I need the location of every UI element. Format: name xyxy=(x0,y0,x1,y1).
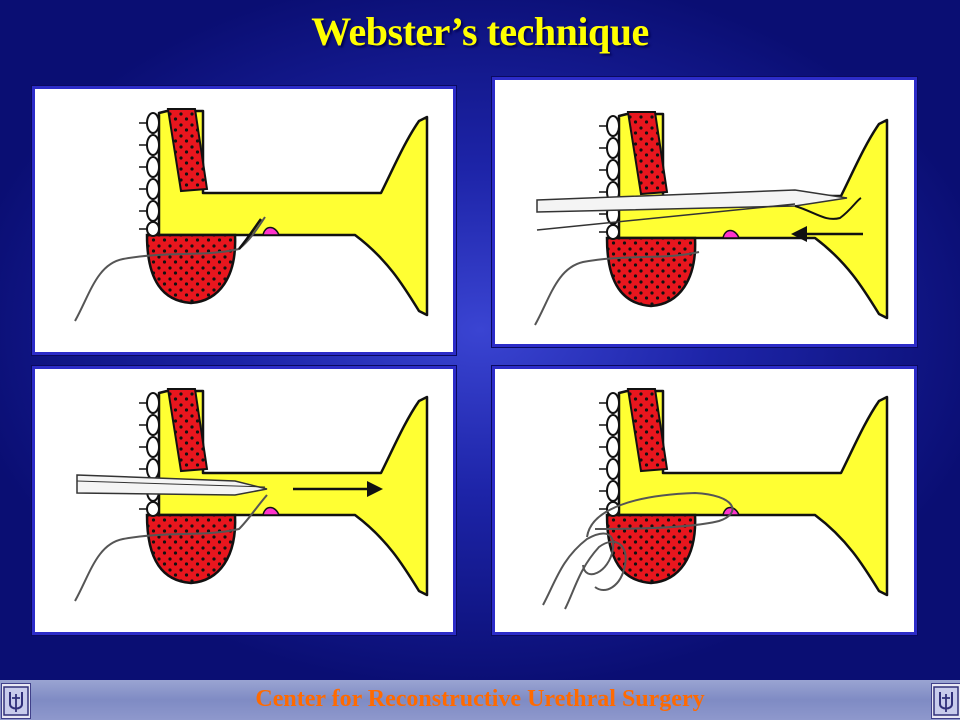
urethra-diagram-4 xyxy=(542,387,889,610)
suture-loop xyxy=(542,532,615,606)
urethra-diagram-1 xyxy=(74,107,429,322)
urethra-diagram-2 xyxy=(534,110,889,326)
footer-bar: Center for Reconstructive Urethral Surge… xyxy=(0,680,960,720)
suture-thread xyxy=(74,216,266,322)
footer-title: Center for Reconstructive Urethral Surge… xyxy=(255,686,705,712)
urethra-diagram-3 xyxy=(74,387,429,602)
forceps-instrument xyxy=(76,474,268,496)
forceps-instrument xyxy=(536,189,862,231)
arrow-right xyxy=(293,481,383,497)
slide-title: Webster’s technique xyxy=(311,9,649,54)
arrow-left xyxy=(791,226,863,242)
panel-step-2 xyxy=(492,77,917,347)
center-logo-icon xyxy=(1,683,31,719)
panel-step-4 xyxy=(492,366,917,635)
panel-step-3 xyxy=(32,366,456,635)
center-logo-icon xyxy=(931,683,960,719)
panel-step-1 xyxy=(32,86,456,355)
